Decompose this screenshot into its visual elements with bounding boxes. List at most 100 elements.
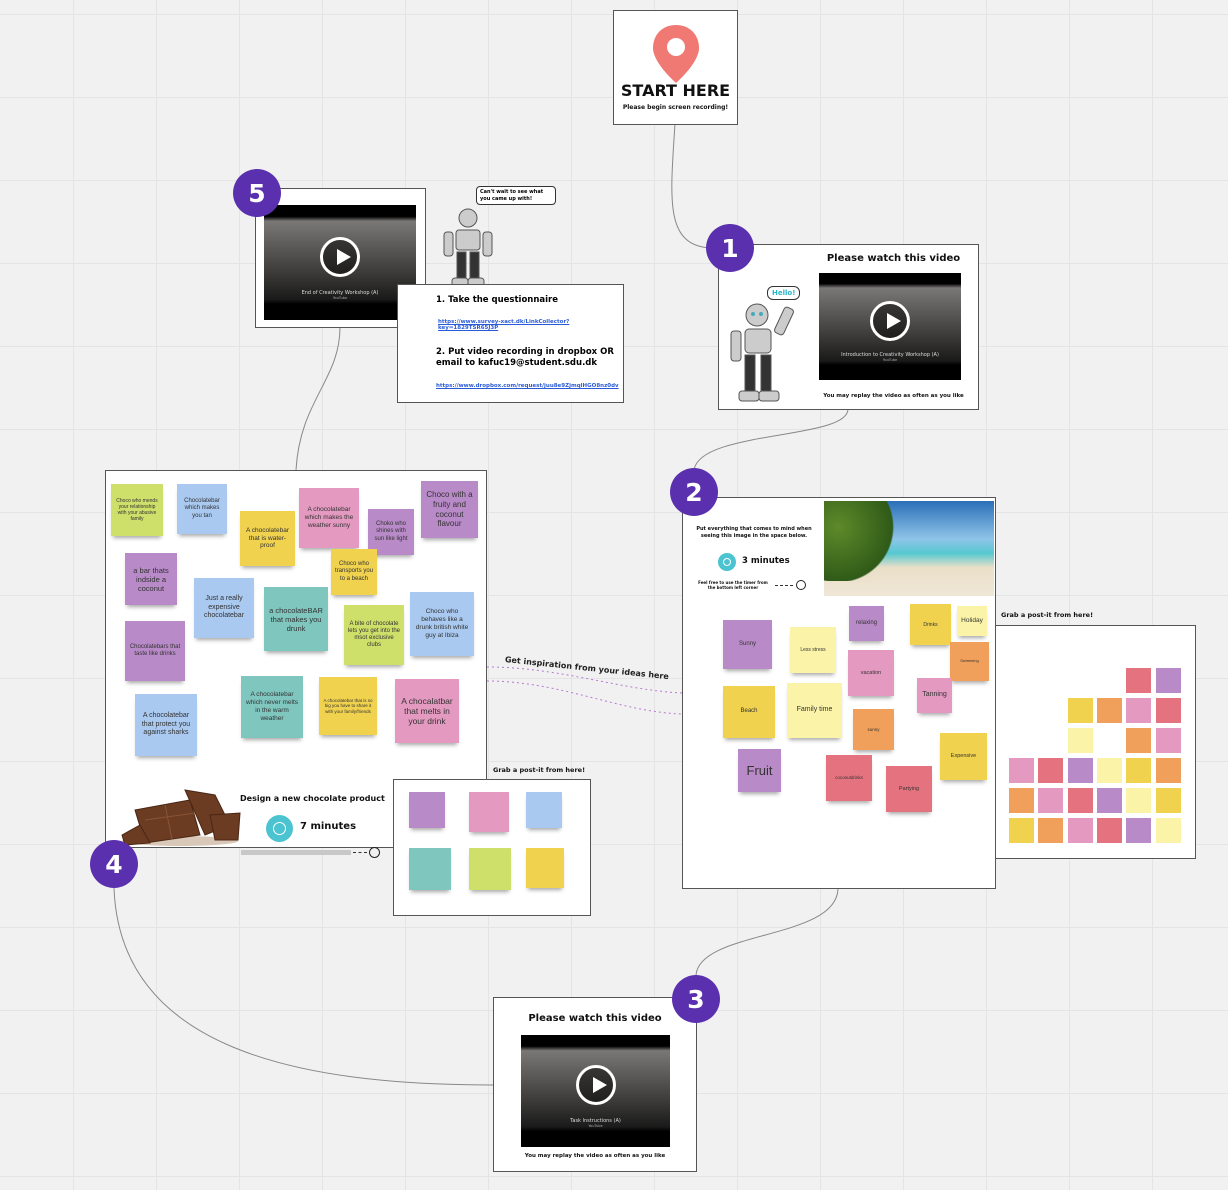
sticky-note[interactable]: Fruit xyxy=(738,749,781,792)
step4-timer: 7 minutes xyxy=(300,821,357,832)
palette-postit[interactable] xyxy=(1155,668,1181,693)
sticky-note[interactable]: Choko who shines with sun like light xyxy=(368,509,414,555)
palette-postit[interactable] xyxy=(1009,758,1034,783)
play-icon[interactable] xyxy=(575,1065,616,1106)
step3-caption: You may replay the video as often as you… xyxy=(524,1153,666,1159)
play-icon[interactable] xyxy=(320,236,360,277)
sticky-note[interactable]: Chocolatebars that taste like drinks xyxy=(125,621,185,681)
sticky-note[interactable]: a chocolateBAR that makes you drunk xyxy=(264,587,328,651)
sticky-note[interactable]: sunny xyxy=(853,709,894,750)
palette-postit[interactable] xyxy=(1126,668,1152,693)
step3-video[interactable]: Task Instructions (A)YouTube xyxy=(521,1035,670,1147)
palette-postit[interactable] xyxy=(1038,788,1064,813)
step3-card: Please watch this video Task Instruction… xyxy=(493,997,697,1172)
sticky-note[interactable]: A chocalatbar that melts in your drink xyxy=(395,679,459,743)
palette-postit[interactable] xyxy=(1126,788,1152,813)
sticky-note[interactable]: coconutdrinks xyxy=(826,755,872,801)
start-title: START HERE xyxy=(620,81,731,100)
start-here-card[interactable]: START HERE Please begin screen recording… xyxy=(613,10,738,125)
palette-postit-blue[interactable] xyxy=(526,792,562,828)
palette-postit[interactable] xyxy=(1096,818,1122,843)
palette-postit[interactable] xyxy=(1126,698,1152,723)
start-subtitle: Please begin screen recording! xyxy=(622,104,729,111)
stopwatch-icon[interactable] xyxy=(796,580,806,590)
task2-label: 2. Put video recording in dropbox OR ema… xyxy=(436,347,614,369)
sticky-note[interactable]: A chocolatebar which never melts in the … xyxy=(241,676,303,738)
step-badge-1: 1 xyxy=(706,224,754,272)
sticky-note[interactable]: Expensive xyxy=(940,733,987,780)
sticky-note[interactable]: Swimming xyxy=(950,642,989,681)
palette-postit[interactable] xyxy=(1096,788,1122,813)
alarm-clock-icon xyxy=(266,815,293,842)
sticky-note[interactable]: Choco who behaves like a drunk british w… xyxy=(410,592,474,656)
sticky-note[interactable]: A chocolatebar that is so big you have t… xyxy=(319,677,377,735)
palette-postit-lime[interactable] xyxy=(469,848,511,890)
step1-card: Please watch this video Hello! Introduct… xyxy=(718,244,979,410)
timer-arrow xyxy=(353,852,367,853)
sticky-note[interactable]: Choco who mends your relationship with y… xyxy=(111,484,163,536)
step2-grab-label: Grab a post-it from here! xyxy=(1001,611,1094,619)
sticky-note[interactable]: Drinks xyxy=(910,604,951,645)
palette-postit-purple[interactable] xyxy=(409,792,445,828)
robot-speech-bubble: Can't wait to see what you came up with! xyxy=(476,186,556,205)
inspiration-connector-a xyxy=(486,666,683,694)
task1-label: 1. Take the questionnaire xyxy=(436,295,559,305)
sticky-note[interactable]: Less stress xyxy=(790,627,836,673)
sticky-note[interactable]: A bite of chocolate lets you get into th… xyxy=(344,605,404,665)
sticky-note[interactable]: Beach xyxy=(723,686,775,738)
questionnaire-link[interactable]: https://www.survey-xact.dk/LinkCollector… xyxy=(438,319,570,331)
play-icon[interactable] xyxy=(870,301,910,342)
palette-postit[interactable] xyxy=(1155,818,1181,843)
palette-postit[interactable] xyxy=(1038,758,1064,783)
palette-postit[interactable] xyxy=(1067,698,1093,723)
sticky-note[interactable]: Holiday xyxy=(957,606,987,636)
sticky-note[interactable]: A chocolatebar that is water-proof xyxy=(240,511,295,566)
palette-postit-teal[interactable] xyxy=(409,848,451,890)
sticky-note[interactable]: Partying xyxy=(886,766,932,812)
palette-postit[interactable] xyxy=(1067,818,1093,843)
sticky-note[interactable]: A chocolatebar which makes the weather s… xyxy=(299,488,359,548)
sticky-note[interactable]: Just a really expensive chocolatebar xyxy=(194,578,254,638)
sticky-note[interactable]: Tanning xyxy=(917,678,952,713)
stopwatch-icon[interactable] xyxy=(369,847,380,858)
palette-postit[interactable] xyxy=(1009,818,1034,843)
step2-postit-palette xyxy=(995,625,1196,859)
sticky-note[interactable]: a bar thats indside a coconut xyxy=(125,553,177,605)
palette-postit[interactable] xyxy=(1155,728,1181,753)
sticky-note[interactable]: Chocolatebar which makes you tan xyxy=(177,484,227,534)
palette-postit[interactable] xyxy=(1096,698,1122,723)
dropbox-link[interactable]: https://www.dropbox.com/request/juu8e9Zj… xyxy=(436,383,619,390)
step5-video-title: End of Creativity Workshop (A)YouTube xyxy=(301,290,379,301)
palette-postit[interactable] xyxy=(1155,788,1181,813)
step-badge-2: 2 xyxy=(670,468,718,516)
palette-postit[interactable] xyxy=(1067,728,1093,753)
sticky-note[interactable]: Sunny xyxy=(723,620,772,669)
connector-start-to-1 xyxy=(671,123,711,249)
inspiration-connector-b xyxy=(486,680,683,715)
step1-video-title: Introduction to Creativity Workshop (A)Y… xyxy=(841,351,939,362)
palette-postit-pink[interactable] xyxy=(469,792,509,832)
sticky-note[interactable]: A chocolatebar that protect you against … xyxy=(135,694,197,756)
sticky-note[interactable]: Choco with a fruity and coconut flavour xyxy=(421,481,478,538)
palette-postit[interactable] xyxy=(1067,788,1093,813)
palette-postit[interactable] xyxy=(1126,818,1152,843)
palette-postit[interactable] xyxy=(1096,758,1122,783)
step1-video[interactable]: Introduction to Creativity Workshop (A)Y… xyxy=(819,273,961,380)
palette-postit[interactable] xyxy=(1126,728,1152,753)
palette-postit[interactable] xyxy=(1126,758,1152,783)
palette-postit[interactable] xyxy=(1155,698,1181,723)
hello-bubble: Hello! xyxy=(767,286,801,300)
palette-postit[interactable] xyxy=(1009,788,1034,813)
sticky-note[interactable]: Choco who transports you to a beach xyxy=(331,549,377,595)
palette-postit[interactable] xyxy=(1155,758,1181,783)
sticky-note[interactable]: relaxing xyxy=(849,606,884,641)
sticky-note[interactable]: vacation xyxy=(848,650,894,696)
palette-postit[interactable] xyxy=(1067,758,1093,783)
sticky-note[interactable]: Family time xyxy=(787,683,842,738)
step2-timer: 3 minutes xyxy=(742,556,790,566)
step-badge-4: 4 xyxy=(90,840,138,888)
step5-video[interactable]: End of Creativity Workshop (A)YouTube xyxy=(264,205,416,320)
palette-postit-yellow[interactable] xyxy=(526,848,564,888)
palette-postit[interactable] xyxy=(1038,818,1064,843)
step-badge-5: 5 xyxy=(233,169,281,217)
